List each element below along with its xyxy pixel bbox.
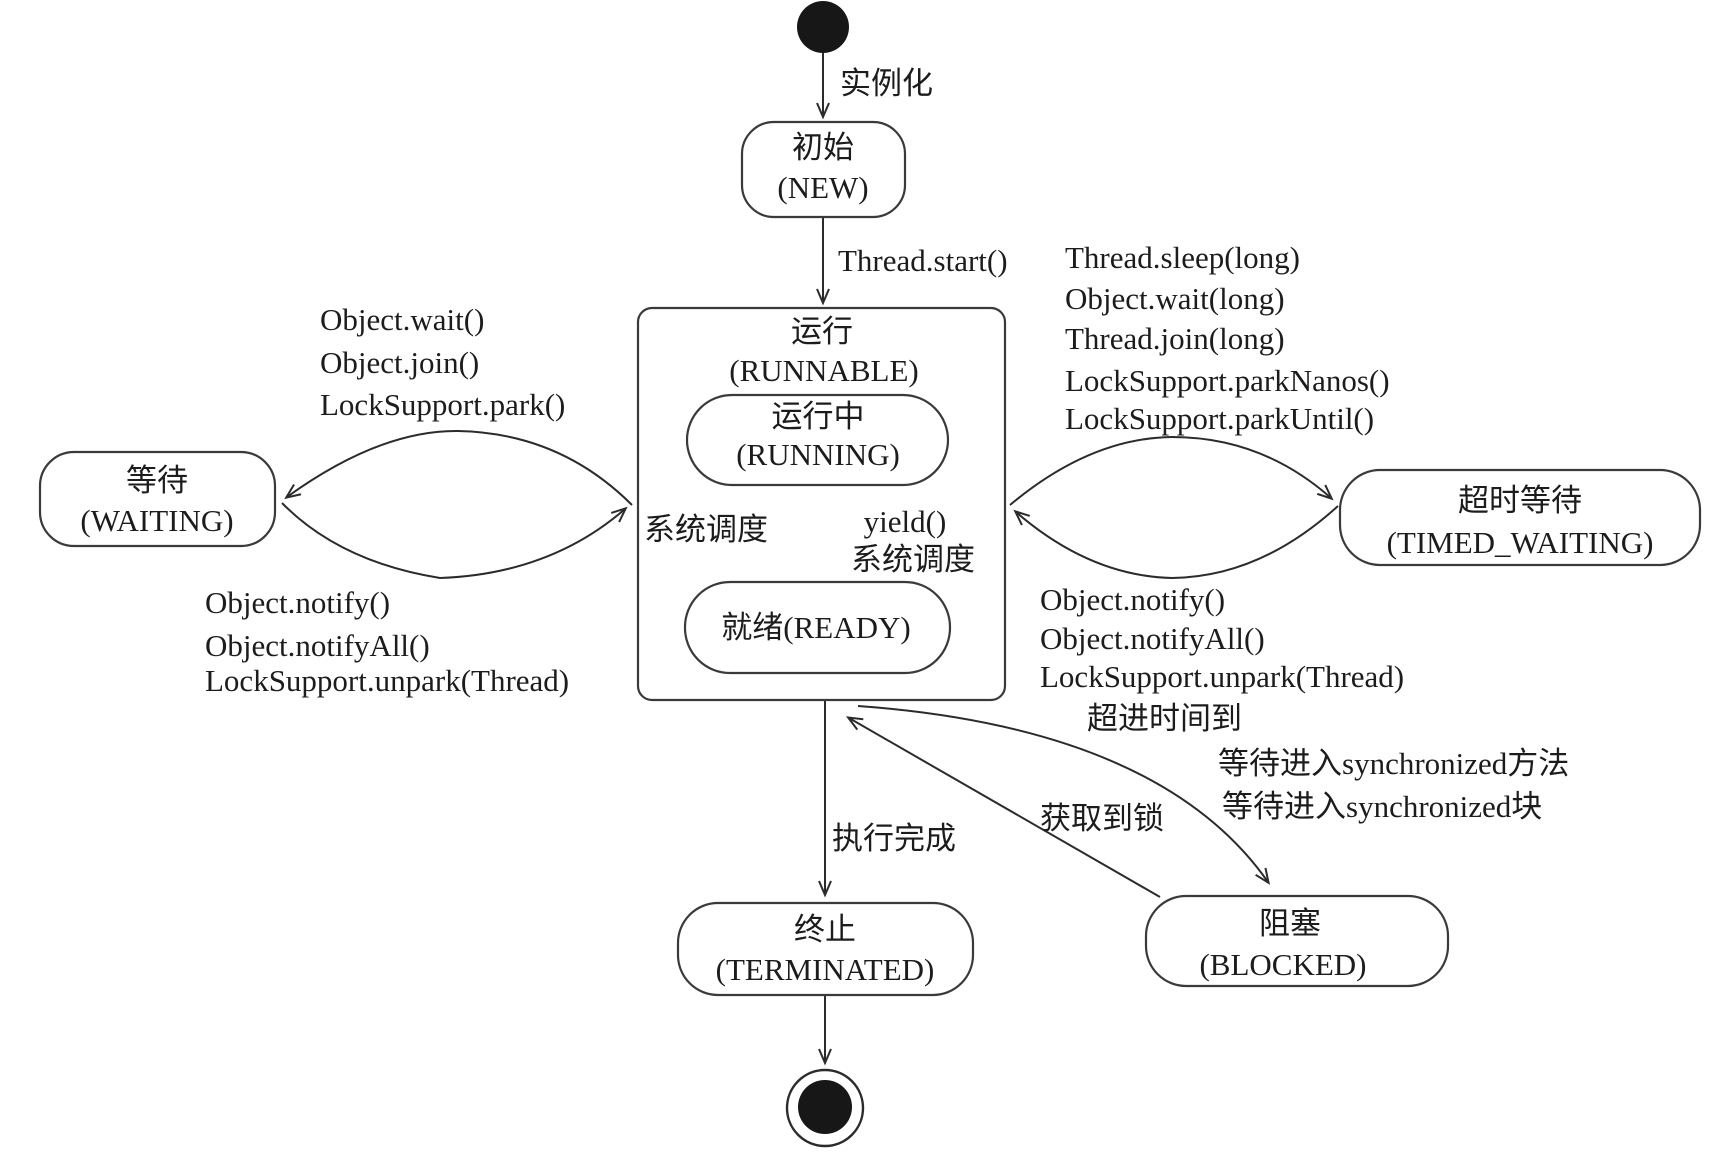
edge-runnable-to-timed-waiting xyxy=(1009,435,1334,506)
state-timed-waiting-code: (TIMED_WAITING) xyxy=(1387,525,1654,560)
state-terminated xyxy=(676,901,975,997)
label-timeout-reached: 超进时间到 xyxy=(1087,701,1242,736)
edge-runnable-to-blocked xyxy=(857,705,1271,885)
label-to-timed-3: Thread.join(long) xyxy=(1065,321,1285,356)
label-yield: yield() xyxy=(864,504,947,539)
state-new xyxy=(740,120,907,219)
final-state-dot-icon xyxy=(798,1080,852,1134)
state-new-label: 初始 xyxy=(792,130,854,165)
label-to-waiting-1: Object.wait() xyxy=(320,302,484,337)
state-running-label: 运行中 xyxy=(772,399,865,434)
label-to-timed-1: Thread.sleep(long) xyxy=(1065,240,1300,275)
state-terminated-label: 终止 xyxy=(794,912,856,947)
state-timed-waiting-label: 超时等待 xyxy=(1458,483,1582,518)
label-from-waiting-3: LockSupport.unpark(Thread) xyxy=(205,663,569,698)
label-execution-done: 执行完成 xyxy=(832,821,956,856)
state-runnable-code: (RUNNABLE) xyxy=(729,353,918,388)
edge-blocked-to-runnable xyxy=(845,716,1161,898)
edge-runnable-to-waiting xyxy=(284,429,633,506)
label-from-timed-3: LockSupport.unpark(Thread) xyxy=(1040,659,1404,694)
label-to-blocked-1: 等待进入synchronized方法 xyxy=(1218,746,1569,781)
label-instantiate: 实例化 xyxy=(840,66,933,101)
state-waiting-label: 等待 xyxy=(126,463,188,498)
label-to-blocked-2: 等待进入synchronized块 xyxy=(1222,789,1542,824)
final-state-icon xyxy=(785,1068,865,1148)
state-waiting-code: (WAITING) xyxy=(80,503,233,538)
state-running xyxy=(685,393,950,487)
initial-state-icon xyxy=(797,1,849,53)
label-scheduler-right: 系统调度 xyxy=(851,542,975,577)
state-blocked xyxy=(1144,894,1450,988)
edge-timed-waiting-to-runnable xyxy=(1013,505,1339,580)
label-from-timed-1: Object.notify() xyxy=(1040,582,1225,617)
label-scheduler-left: 系统调度 xyxy=(644,512,768,547)
state-blocked-code: (BLOCKED) xyxy=(1199,947,1366,982)
label-from-waiting-1: Object.notify() xyxy=(205,585,390,620)
state-runnable-label: 运行 xyxy=(791,314,853,349)
state-running-code: (RUNNING) xyxy=(736,437,900,472)
label-to-timed-2: Object.wait(long) xyxy=(1065,281,1285,316)
label-to-waiting-3: LockSupport.park() xyxy=(320,387,565,422)
edge-waiting-to-runnable xyxy=(281,502,628,580)
label-from-timed-2: Object.notifyAll() xyxy=(1040,621,1265,656)
state-blocked-label: 阻塞 xyxy=(1259,906,1321,941)
state-ready xyxy=(683,580,952,675)
state-timed-waiting xyxy=(1338,468,1702,567)
label-to-timed-5: LockSupport.parkUntil() xyxy=(1065,401,1374,436)
state-ready-label: 就绪(READY) xyxy=(721,610,910,645)
state-new-code: (NEW) xyxy=(777,170,868,205)
label-thread-start: Thread.start() xyxy=(838,243,1008,278)
label-from-waiting-2: Object.notifyAll() xyxy=(205,628,430,663)
state-terminated-code: (TERMINATED) xyxy=(716,952,935,987)
label-to-waiting-2: Object.join() xyxy=(320,345,479,380)
state-waiting xyxy=(38,450,277,548)
label-to-timed-4: LockSupport.parkNanos() xyxy=(1065,363,1390,398)
label-lock-acquired: 获取到锁 xyxy=(1040,801,1164,836)
